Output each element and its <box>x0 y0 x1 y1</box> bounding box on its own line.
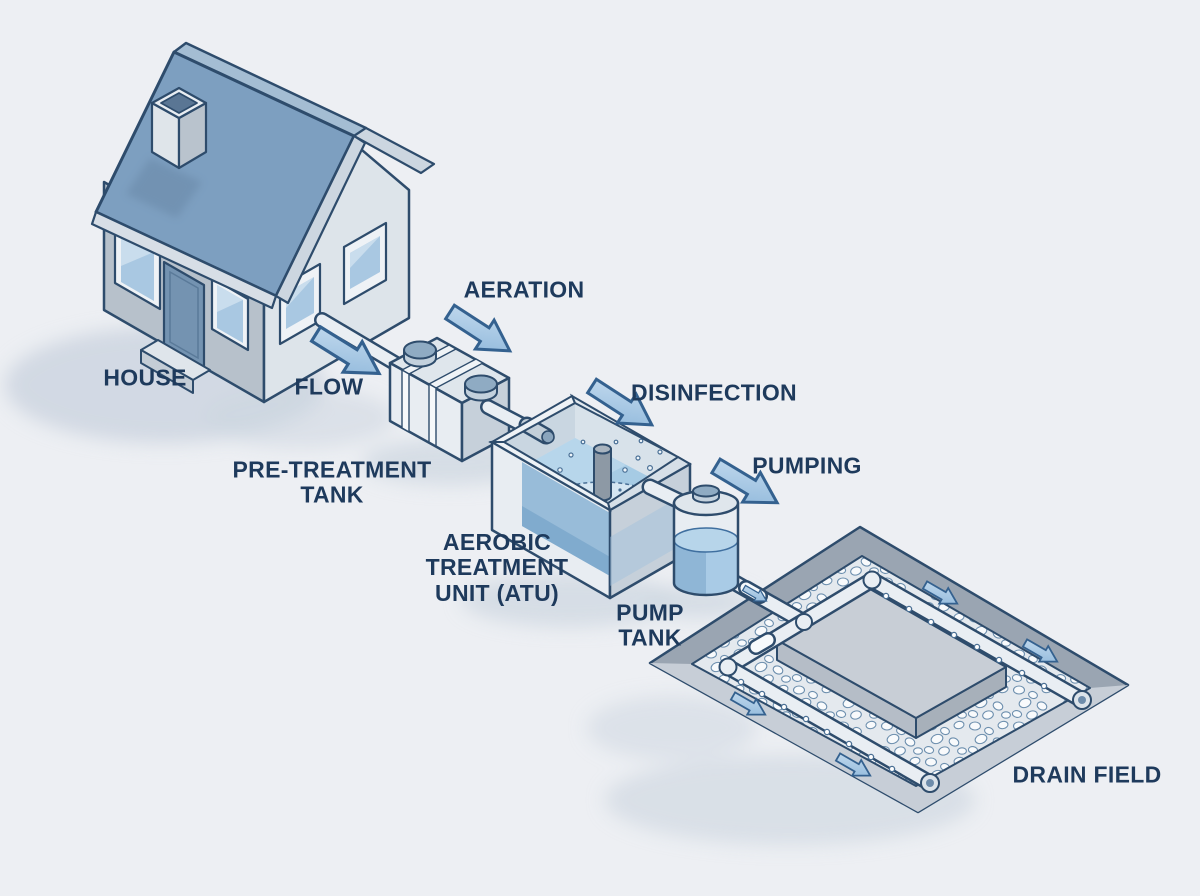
drain-field-lateral-pipe-a <box>862 570 1092 710</box>
house-door <box>140 260 211 394</box>
house-chimney <box>126 86 208 218</box>
house-illustration <box>90 41 436 404</box>
label-pump-tank: PUMP TANK <box>616 599 684 651</box>
pre-treatment-tank-illustration <box>388 336 511 463</box>
label-aeration: AERATION <box>463 276 585 303</box>
label-flow: FLOW <box>294 373 364 400</box>
drain-field-mound <box>776 584 1007 739</box>
label-disinfection: DISINFECTION <box>631 379 797 406</box>
tank-lid <box>403 340 498 402</box>
label-pumping: PUMPING <box>752 452 862 479</box>
house-window <box>210 276 250 352</box>
house-window <box>342 221 388 306</box>
label-aerobic-treatment-unit: AEROBIC TREATMENT UNIT (ATU) <box>425 529 569 606</box>
pump-tank-illustration <box>672 484 740 597</box>
drain-field-lateral-pipe-b <box>718 657 940 793</box>
drain-field-manifold-pipe <box>719 571 881 676</box>
label-house: HOUSE <box>103 364 187 391</box>
label-pre-treatment-tank: PRE-TREATMENT TANK <box>232 456 432 508</box>
house-roof <box>90 41 436 310</box>
label-drain-field: DRAIN FIELD <box>1012 761 1162 788</box>
